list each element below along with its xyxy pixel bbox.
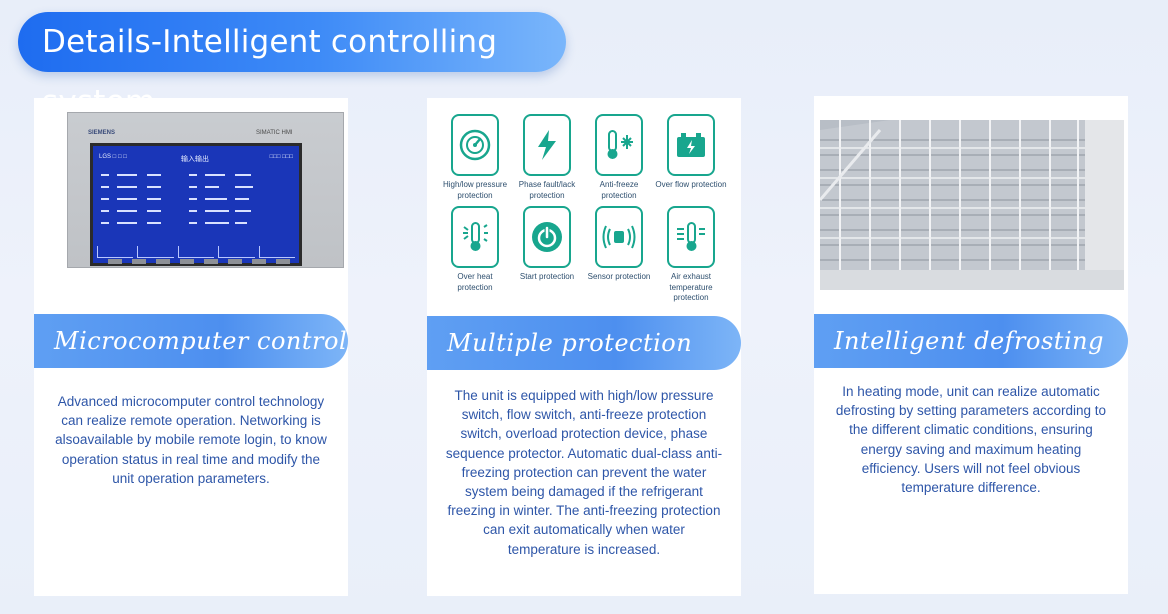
protection-label: High/low pressure protection <box>442 180 508 200</box>
defrosting-unit-photo <box>820 120 1124 290</box>
air-exhaust-icon <box>677 222 705 251</box>
controller-screen-title: 输入输出 <box>181 156 209 163</box>
controller-buttons <box>108 259 313 265</box>
battery-icon <box>677 133 705 157</box>
thermometer-snowflake-icon <box>607 130 633 159</box>
card-description: In heating mode, unit can realize automa… <box>835 384 1107 496</box>
protection-item: High/low pressure protection <box>439 114 511 201</box>
card-multiple-protection: High/low pressure protection Phase fault… <box>427 98 741 596</box>
protection-icon-grid: High/low pressure protection Phase fault… <box>439 112 731 302</box>
lightning-icon <box>538 130 556 160</box>
controller-brand: SIEMENS <box>88 130 116 136</box>
power-icon <box>532 222 562 252</box>
card-heading: Intelligent defrosting <box>814 314 1128 368</box>
card-description: Advanced microcomputer control technolog… <box>55 394 327 486</box>
card-microcomputer-control: SIEMENS SIMATIC HMI LGS □ □ □ 输入输出 □□□ □… <box>34 98 348 596</box>
page-title: Details-Intelligent controlling system <box>18 12 566 120</box>
protection-item: Air exhaust temperature protection <box>655 206 727 304</box>
protection-label: Air exhaust temperature protection <box>669 272 713 302</box>
protection-item: Start protection <box>511 206 583 283</box>
protection-label: Sensor protection <box>587 272 651 281</box>
protection-label: Over flow protection <box>655 180 727 189</box>
protection-label: Phase fault/lack protection <box>518 180 576 200</box>
protection-item: Anti-freeze protection <box>583 114 655 201</box>
controller-image: SIEMENS SIMATIC HMI LGS □ □ □ 输入输出 □□□ □… <box>67 112 344 268</box>
card-description: The unit is equipped with high/low press… <box>445 388 723 557</box>
card-heading: Microcomputer control <box>34 314 348 368</box>
pressure-gauge-icon <box>459 129 491 161</box>
controller-softkeys <box>97 246 296 258</box>
sensor-icon <box>602 225 636 249</box>
controller-model: SIMATIC HMI <box>256 130 293 136</box>
protection-item: Over heat protection <box>439 206 511 293</box>
protection-item: Sensor protection <box>583 206 655 283</box>
protection-item: Phase fault/lack protection <box>511 114 583 201</box>
protection-label: Start protection <box>519 272 575 281</box>
card-intelligent-defrosting: Intelligent defrosting In heating mode, … <box>814 96 1128 594</box>
thermometer-sun-icon <box>463 222 488 251</box>
protection-label: Anti-freeze protection <box>599 180 639 200</box>
controller-screen-header: LGS □ □ □ 输入输出 □□□ □□□ <box>99 154 293 163</box>
protection-item: Over flow protection <box>655 114 727 191</box>
controller-screen: LGS □ □ □ 输入输出 □□□ □□□ <box>90 143 302 266</box>
frosted-grille-image <box>820 120 1124 290</box>
card-heading: Multiple protection <box>427 316 741 370</box>
protection-label: Over heat protection <box>457 272 493 292</box>
